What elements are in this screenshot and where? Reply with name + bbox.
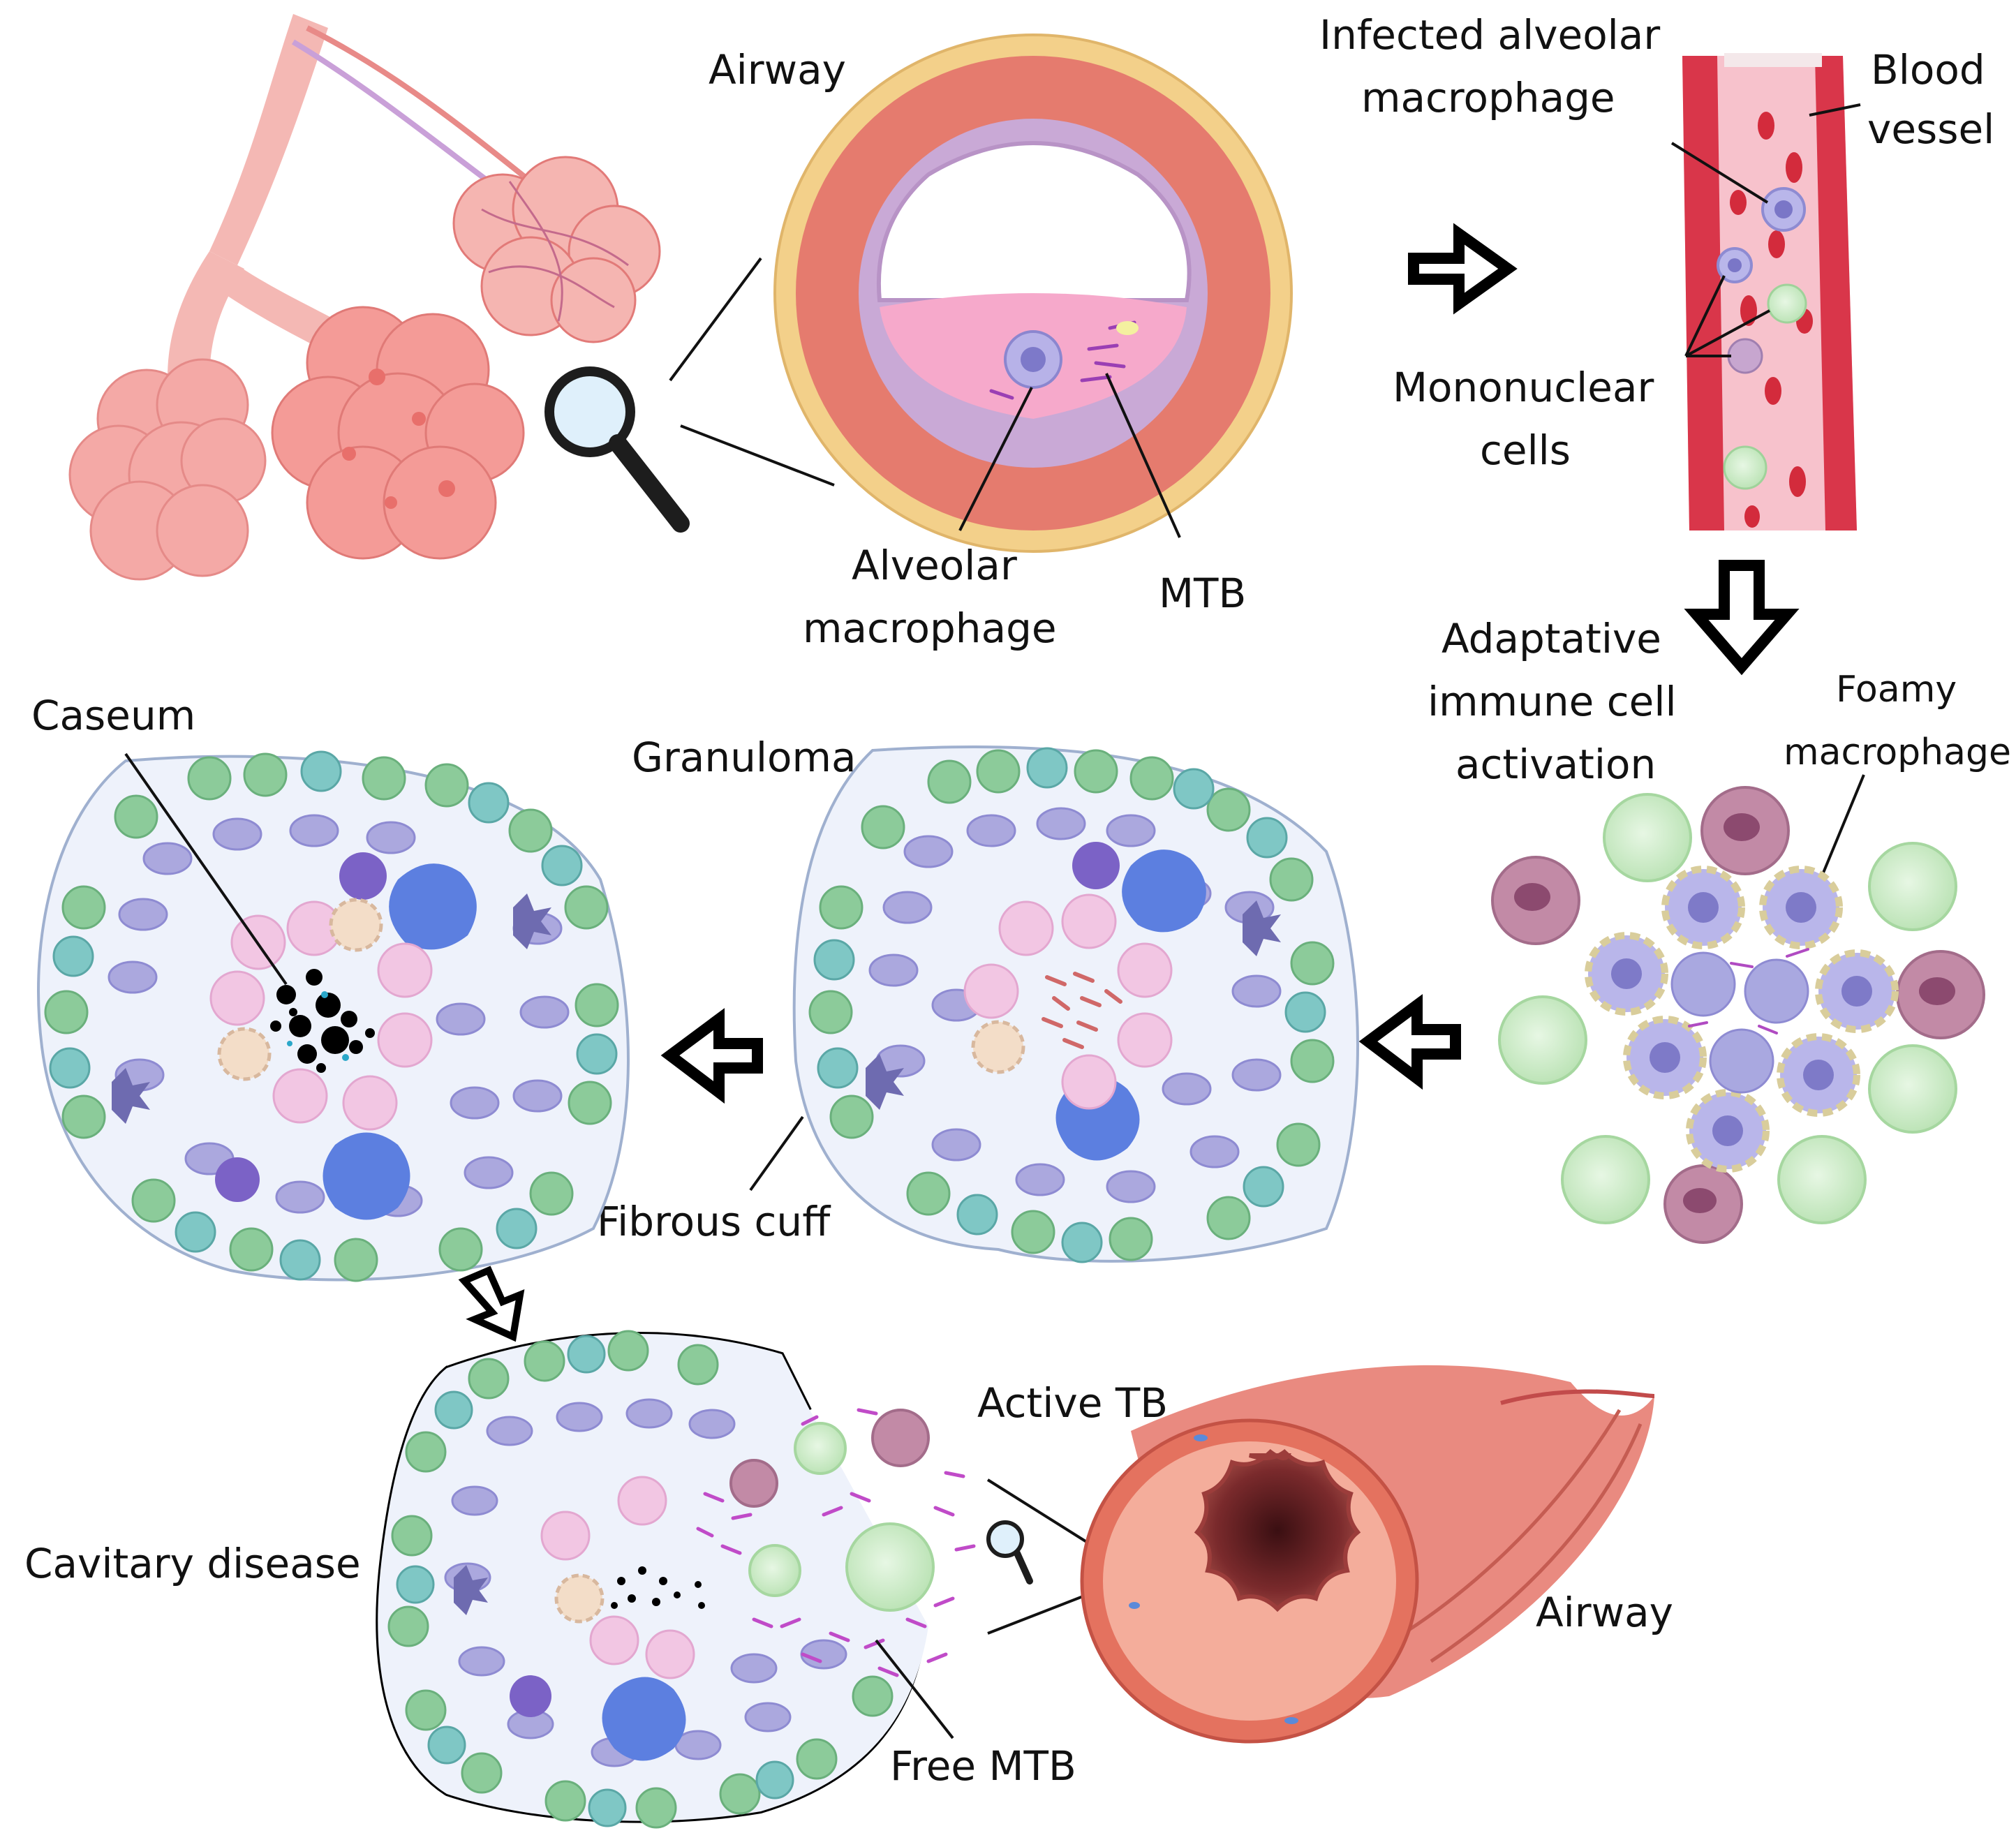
leader-foamy — [1821, 774, 1865, 877]
granuloma-illustration — [792, 745, 1359, 1263]
arrow-left-icon-2 — [660, 1008, 763, 1104]
label-foamy-1: Foamy — [1836, 669, 1957, 711]
leader-fibrous-cuff — [749, 1115, 804, 1192]
label-airway-top: Airway — [709, 46, 846, 94]
arrow-down-icon-2 — [458, 1266, 525, 1342]
lung-alveoli-illustration — [68, 14, 661, 581]
label-mononuclear-1: Mononuclear — [1393, 364, 1654, 411]
leader-caseum — [124, 752, 288, 986]
label-blood-1: Blood — [1871, 46, 1985, 94]
label-infected-2: macrophage — [1361, 74, 1615, 121]
leader-alveolar-macrophage — [958, 387, 1033, 531]
magnifier-icon-2 — [986, 1520, 1033, 1585]
label-mtb: MTB — [1159, 570, 1246, 617]
label-foamy-2: macrophage — [1784, 732, 2011, 773]
label-airway-bottom: Airway — [1536, 1589, 1673, 1636]
label-fibrous-cuff: Fibrous cuff — [597, 1198, 831, 1245]
leader-mononuclear-2 — [1685, 309, 1770, 357]
label-alveolar-macrophage-2: macrophage — [803, 604, 1057, 652]
label-infected-1: Infected alveolar — [1319, 11, 1660, 59]
zoom-line-bottom — [680, 424, 835, 487]
label-mononuclear-2: cells — [1480, 426, 1571, 474]
label-active-tb: Active TB — [977, 1379, 1168, 1427]
airway-tube-illustration — [1080, 1365, 1655, 1744]
arrow-right-icon — [1408, 223, 1518, 315]
blood-vessel-illustration — [1682, 53, 1857, 530]
magnifier-icon — [544, 366, 690, 533]
arrow-down-icon — [1684, 560, 1800, 676]
label-blood-2: vessel — [1867, 105, 1994, 153]
caseous-granuloma-illustration — [37, 750, 630, 1282]
leader-mtb — [1105, 373, 1181, 538]
zoom-line-top — [669, 257, 762, 382]
arrow-left-icon — [1358, 994, 1461, 1090]
label-caseum: Caseum — [31, 692, 195, 739]
leader-free-mtb — [875, 1639, 954, 1739]
leader-mononuclear-1 — [1684, 275, 1726, 357]
leader-infected-macrophage — [1670, 142, 1769, 204]
label-cavitary-disease: Cavitary disease — [24, 1540, 361, 1587]
cavitary-granuloma-illustration — [376, 1330, 976, 1829]
label-adaptive-2: immune cell — [1428, 678, 1677, 725]
airway-cross-section — [773, 34, 1293, 553]
label-adaptive-3: activation — [1455, 741, 1656, 788]
label-alveolar-macrophage-1: Alveolar — [852, 542, 1017, 589]
immune-cell-cluster — [1491, 786, 1985, 1244]
label-adaptive-1: Adaptative — [1441, 615, 1661, 662]
leader-blood-vessel — [1809, 103, 1861, 117]
label-free-mtb: Free MTB — [890, 1742, 1076, 1790]
label-granuloma: Granuloma — [632, 734, 857, 781]
